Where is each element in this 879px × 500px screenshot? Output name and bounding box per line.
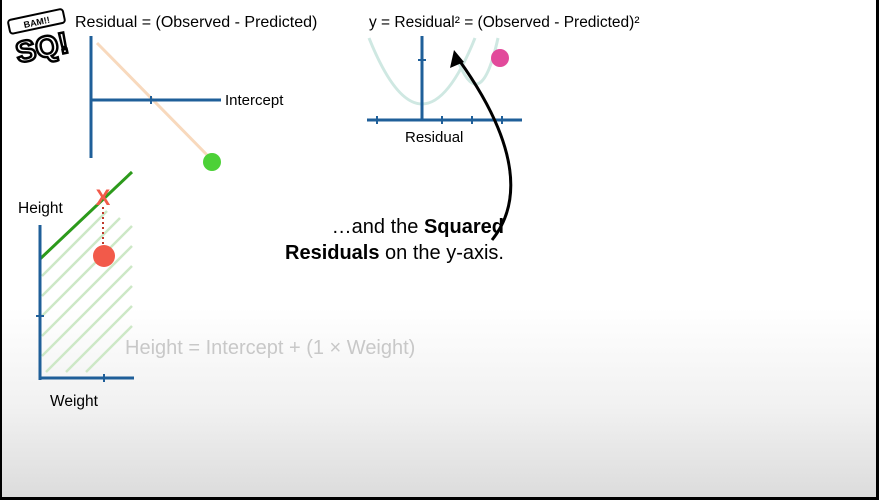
- residual-label: Residual: [405, 129, 464, 146]
- green-data-point: [203, 153, 221, 171]
- statquest-logo: BAM!! SQ!: [7, 8, 73, 70]
- weight-label: Weight: [50, 393, 98, 410]
- fitted-line: [38, 170, 134, 261]
- height-label: Height: [18, 200, 63, 217]
- red-data-point: [93, 245, 115, 267]
- intercept-label: Intercept: [225, 92, 284, 109]
- caption-suffix: on the y-axis.: [379, 242, 504, 264]
- pink-data-point: [491, 49, 509, 67]
- caption-bold: Squared Residuals: [285, 216, 504, 264]
- caption-prefix: …and the: [331, 216, 424, 238]
- faded-equation: Height = Intercept + (1 × Weight): [125, 337, 416, 359]
- shaded-region: [41, 210, 133, 373]
- squared-residual-equation: y = Residual² = (Observed - Predicted)²: [369, 14, 640, 31]
- caption-text: …and the Squared Residuals on the y-axis…: [258, 214, 504, 266]
- curved-arrow-icon: [457, 59, 513, 241]
- residual-equation: Residual = (Observed - Predicted): [75, 14, 318, 31]
- predicted-value-marker: X: [96, 185, 111, 210]
- arrow-head-icon: [450, 50, 464, 68]
